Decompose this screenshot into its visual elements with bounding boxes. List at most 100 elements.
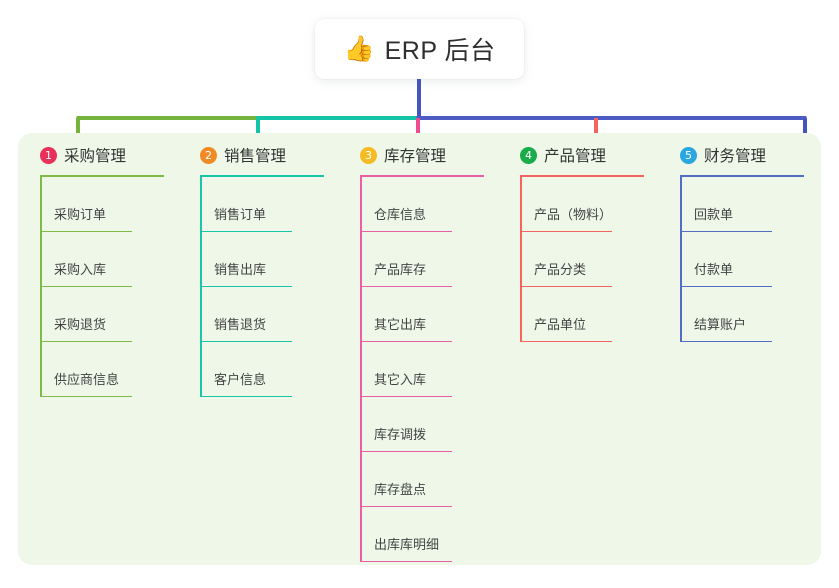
leaf-label: 采购退货: [54, 317, 107, 332]
leaf-node[interactable]: 回款单: [658, 177, 818, 232]
leaf-node[interactable]: 结算账户: [658, 287, 818, 342]
leaf-rule: [40, 340, 132, 342]
root-node-title: ERP 后台: [384, 37, 496, 65]
branch-column-3: 3 库存管理仓库信息产品库存其它出库其它入库库存调拨库存盘点出库库明细: [338, 133, 498, 565]
branch-badge-4: 4: [520, 146, 537, 164]
branch-spine-4: [520, 177, 522, 342]
leaf-label: 库存盘点: [374, 482, 427, 497]
leaf-label: 其它入库: [374, 372, 427, 387]
branch-header-rule-4: [520, 175, 644, 177]
branch-column-5: 5 财务管理回款单付款单结算账户: [658, 133, 818, 565]
branch-spine-5: [680, 177, 682, 342]
leaf-node[interactable]: 其它入库: [338, 342, 498, 397]
branch-header-rule-5: [680, 175, 804, 177]
leaf-node[interactable]: 出库库明细: [338, 507, 498, 562]
leaf-label: 销售退货: [214, 317, 267, 332]
leaf-node[interactable]: 库存盘点: [338, 452, 498, 507]
leaf-node[interactable]: 销售订单: [178, 177, 338, 232]
branch-header-1[interactable]: 1 采购管理: [18, 133, 178, 177]
leaf-rule: [200, 395, 292, 397]
leaf-label: 产品库存: [374, 262, 427, 277]
branch-column-1: 1 采购管理采购订单采购入库采购退货供应商信息: [18, 133, 178, 565]
branch-badge-1: 1: [40, 146, 57, 164]
branch-columns: 1 采购管理采购订单采购入库采购退货供应商信息 2 销售管理销售订单销售出库销售退货客…: [18, 133, 821, 565]
branch-items-5: 回款单付款单结算账户: [658, 177, 818, 342]
leaf-node[interactable]: 采购入库: [18, 232, 178, 287]
leaf-rule: [360, 505, 452, 507]
branch-header-5[interactable]: 5 财务管理: [658, 133, 818, 177]
branch-title-3: 库存管理: [384, 148, 447, 165]
branch-header-rule-3: [360, 175, 484, 177]
leaf-node[interactable]: 产品（物料）: [498, 177, 658, 232]
leaf-rule: [360, 560, 452, 562]
leaf-label: 库存调拨: [374, 427, 427, 442]
leaf-label: 结算账户: [694, 317, 747, 332]
leaf-rule: [200, 285, 292, 287]
branch-header-2[interactable]: 2 销售管理: [178, 133, 338, 177]
branch-column-2: 2 销售管理销售订单销售出库销售退货客户信息: [178, 133, 338, 565]
leaf-rule: [680, 230, 772, 232]
branch-badge-3: 3: [360, 146, 377, 164]
leaf-rule: [200, 340, 292, 342]
leaf-node[interactable]: 库存调拨: [338, 397, 498, 452]
branch-items-3: 仓库信息产品库存其它出库其它入库库存调拨库存盘点出库库明细: [338, 177, 498, 562]
branch-items-1: 采购订单采购入库采购退货供应商信息: [18, 177, 178, 397]
branches-panel: [18, 133, 821, 565]
leaf-rule: [520, 340, 612, 342]
leaf-node[interactable]: 仓库信息: [338, 177, 498, 232]
branch-spine-2: [200, 177, 202, 397]
branch-badge-2: 2: [200, 146, 217, 164]
leaf-rule: [520, 230, 612, 232]
leaf-label: 供应商信息: [54, 372, 120, 387]
leaf-rule: [520, 285, 612, 287]
leaf-node[interactable]: 产品单位: [498, 287, 658, 342]
leaf-label: 其它出库: [374, 317, 427, 332]
branch-spine-1: [40, 177, 42, 397]
branch-title-2: 销售管理: [224, 148, 287, 165]
leaf-node[interactable]: 采购退货: [18, 287, 178, 342]
leaf-rule: [680, 340, 772, 342]
leaf-label: 产品（物料）: [534, 207, 613, 222]
leaf-label: 采购订单: [54, 207, 107, 222]
leaf-rule: [680, 285, 772, 287]
leaf-rule: [360, 450, 452, 452]
leaf-label: 产品单位: [534, 317, 587, 332]
leaf-label: 客户信息: [214, 372, 267, 387]
leaf-label: 仓库信息: [374, 207, 427, 222]
leaf-rule: [360, 230, 452, 232]
leaf-node[interactable]: 付款单: [658, 232, 818, 287]
leaf-rule: [40, 395, 132, 397]
leaf-label: 销售出库: [214, 262, 267, 277]
branch-title-5: 财务管理: [704, 148, 767, 165]
branch-items-2: 销售订单销售出库销售退货客户信息: [178, 177, 338, 397]
leaf-label: 付款单: [694, 262, 734, 277]
branch-badge-5: 5: [680, 146, 697, 164]
leaf-node[interactable]: 销售退货: [178, 287, 338, 342]
leaf-label: 出库库明细: [374, 537, 440, 552]
leaf-node[interactable]: 产品库存: [338, 232, 498, 287]
leaf-rule: [360, 395, 452, 397]
leaf-label: 销售订单: [214, 207, 267, 222]
leaf-rule: [360, 285, 452, 287]
branch-items-4: 产品（物料） 产品分类产品单位: [498, 177, 658, 342]
leaf-node[interactable]: 销售出库: [178, 232, 338, 287]
branch-header-rule-2: [200, 175, 324, 177]
leaf-label: 回款单: [694, 207, 734, 222]
leaf-node[interactable]: 供应商信息: [18, 342, 178, 397]
leaf-node[interactable]: 其它出库: [338, 287, 498, 342]
root-node-card[interactable]: 👍 ERP 后台: [315, 19, 524, 79]
leaf-rule: [40, 285, 132, 287]
leaf-node[interactable]: 客户信息: [178, 342, 338, 397]
leaf-rule: [360, 340, 452, 342]
branch-header-3[interactable]: 3 库存管理: [338, 133, 498, 177]
branch-title-1: 采购管理: [64, 148, 127, 165]
leaf-label: 产品分类: [534, 262, 587, 277]
leaf-label: 采购入库: [54, 262, 107, 277]
leaf-node[interactable]: 采购订单: [18, 177, 178, 232]
branch-spine-3: [360, 177, 362, 562]
leaf-rule: [200, 230, 292, 232]
leaf-node[interactable]: 产品分类: [498, 232, 658, 287]
